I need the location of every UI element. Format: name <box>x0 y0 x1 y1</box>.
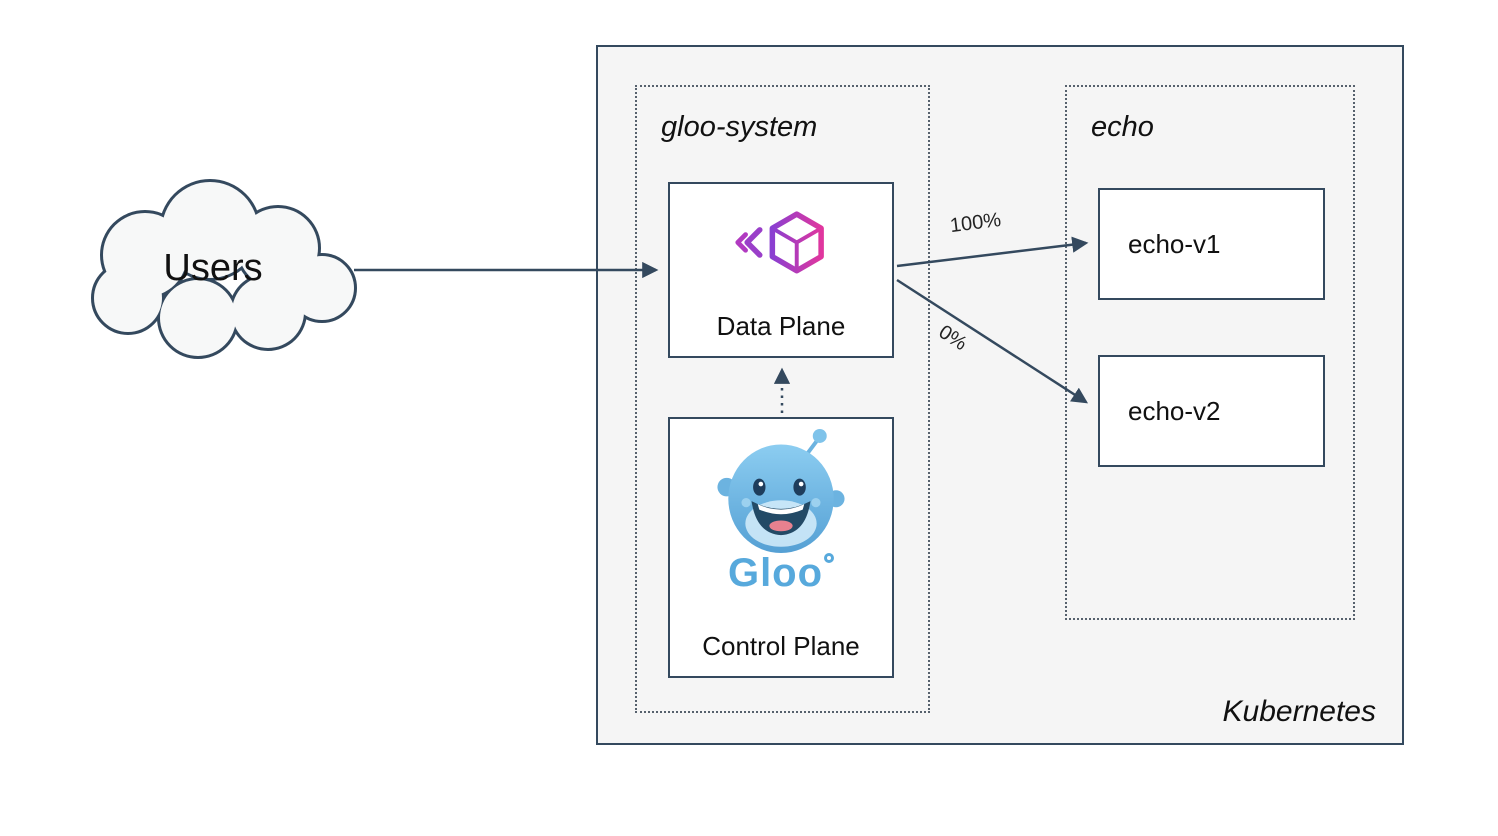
data-plane-label: Data Plane <box>716 311 846 341</box>
gloo-logo-text: Gloo <box>670 551 892 596</box>
gloo-logo-word: Gloo <box>727 551 824 595</box>
control-plane-label: Control Plane <box>702 631 860 661</box>
node-echo-v2: echo-v2 <box>1098 355 1325 467</box>
node-data-plane: Data Plane <box>668 182 894 358</box>
namespace-echo: echo <box>1065 85 1355 620</box>
gloo-logo-bubble-icon <box>824 553 835 563</box>
kubernetes-label: Kubernetes <box>1222 695 1376 728</box>
users-label: Users <box>163 247 263 289</box>
echo-v2-label: echo-v2 <box>1128 395 1221 426</box>
gloo-gateway-icon <box>735 211 824 274</box>
gloo-mascot-icon <box>717 429 845 553</box>
node-echo-v1: echo-v1 <box>1098 188 1325 300</box>
namespace-echo-label: echo <box>1091 111 1154 143</box>
echo-v1-label: echo-v1 <box>1128 228 1221 259</box>
node-control-plane: Gloo Control Plane <box>668 417 894 678</box>
namespace-gloo-system-label: gloo-system <box>661 111 818 143</box>
